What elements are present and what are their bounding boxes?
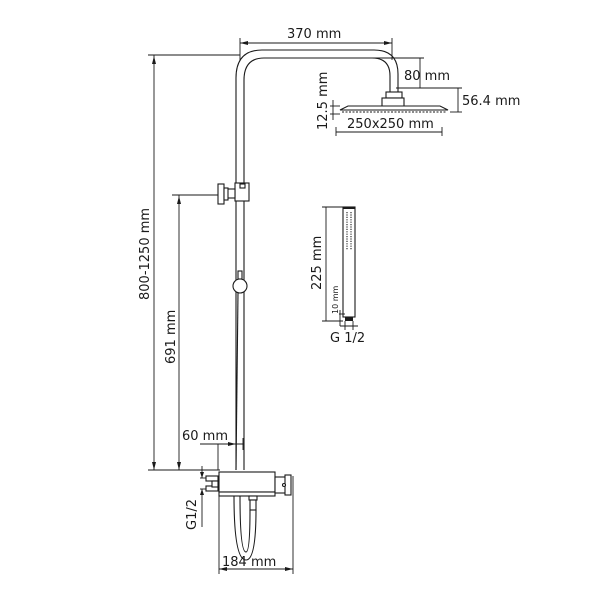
dim-outlet-height: 691 mm bbox=[164, 194, 218, 470]
dim-spout-offset: 60 mm bbox=[182, 429, 244, 470]
thermostatic-mixer bbox=[205, 471, 292, 561]
label-handshower-length: 225 mm bbox=[310, 236, 325, 290]
handshower-slider bbox=[232, 270, 248, 294]
dim-arm-drop: 80 mm bbox=[360, 57, 450, 89]
label-arm-reach: 370 mm bbox=[287, 27, 341, 42]
label-total-height: 800-1250 mm bbox=[138, 208, 153, 300]
hand-shower bbox=[342, 206, 356, 321]
label-head-height: 56.4 mm bbox=[462, 94, 520, 109]
dim-head-size: 250x250 mm bbox=[335, 117, 443, 136]
label-handshower-thread: G 1/2 bbox=[330, 331, 365, 346]
label-head-size: 250x250 mm bbox=[347, 117, 434, 132]
dim-handshower-thread: G 1/2 bbox=[330, 321, 365, 346]
label-mixer-width: 184 mm bbox=[222, 555, 276, 570]
hose-line bbox=[235, 292, 239, 471]
dim-total-height: 800-1250 mm bbox=[138, 54, 240, 471]
dim-handshower-length: 225 mm bbox=[310, 206, 343, 322]
label-outlet-height: 691 mm bbox=[164, 310, 179, 364]
dim-handshower-tip: 10 mm bbox=[331, 285, 345, 326]
dim-head-thickness: 12.5 mm bbox=[316, 72, 340, 130]
dim-inlet-thread: G1/2 bbox=[185, 466, 206, 530]
label-head-thickness: 12.5 mm bbox=[316, 72, 331, 130]
label-spout-offset: 60 mm bbox=[182, 429, 228, 444]
label-inlet-thread: G1/2 bbox=[185, 499, 200, 530]
shower-riser-pipe bbox=[235, 49, 399, 470]
dim-mixer-width: 184 mm bbox=[218, 476, 294, 574]
dim-arm-reach: 370 mm bbox=[239, 27, 393, 60]
label-arm-drop: 80 mm bbox=[404, 69, 450, 84]
diverter-bracket bbox=[217, 182, 250, 205]
label-handshower-tip: 10 mm bbox=[331, 285, 340, 314]
rain-shower-head bbox=[339, 91, 449, 113]
dim-head-height: 56.4 mm bbox=[404, 87, 520, 113]
